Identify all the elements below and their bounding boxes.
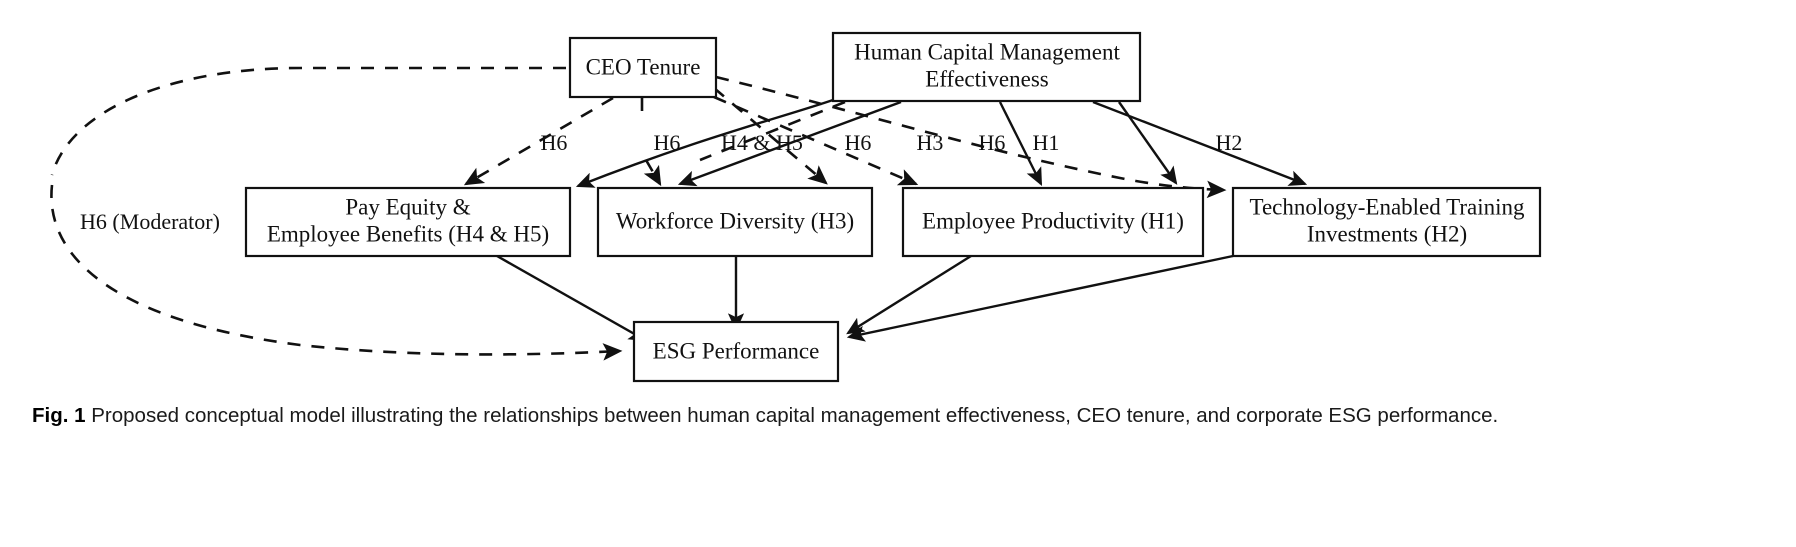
node-employee-productivity-box	[901, 186, 1205, 258]
edge-hcm-to-employee-productivity	[998, 101, 1043, 187]
edge-label-h2: H2	[1216, 130, 1243, 155]
edge-employee-productivity-to-esg	[846, 254, 972, 335]
edge-ceo-tenure-to-workforce-diversity	[713, 87, 828, 185]
edge-label-h1: H1	[1033, 130, 1060, 155]
node-pay-equity-box	[244, 186, 572, 258]
node-technology-training-label-line1: Technology-Enabled Training	[1250, 194, 1525, 219]
node-workforce-diversity-box	[596, 186, 874, 258]
node-esg-performance[interactable]: ESG Performance	[632, 320, 840, 383]
node-workforce-diversity[interactable]: Workforce Diversity (H3)	[596, 186, 874, 258]
node-technology-training-label-line2: Investments (H2)	[1307, 221, 1467, 246]
edge-moderator-arc-lower	[50, 184, 623, 361]
node-hcm-effectiveness-box	[831, 31, 1142, 103]
edge-ceo-tenure-to-technology-training	[715, 75, 1227, 199]
edge-label-h6-b: H6	[654, 130, 681, 155]
figure-caption-label: Fig. 1	[32, 404, 86, 427]
node-pay-equity-label-line1: Pay Equity &	[345, 194, 470, 219]
edge-ceo-tenure-to-pay-equity	[463, 96, 614, 186]
edge-hcm-to-technology-training	[1092, 100, 1308, 186]
edge-moderator-arc-upper	[50, 66, 566, 176]
node-pay-equity[interactable]: Pay Equity & Employee Benefits (H4 & H5)	[244, 186, 572, 258]
node-employee-productivity[interactable]: Employee Productivity (H1)	[901, 186, 1205, 258]
edge-label-h6-a: H6	[541, 130, 568, 155]
node-technology-training[interactable]: Technology-Enabled Training Investments …	[1231, 186, 1542, 258]
node-hcm-effectiveness-label-line2: Effectiveness	[925, 66, 1049, 91]
edge-ceo-tenure-to-employee-productivity	[713, 95, 919, 186]
conceptual-model-diagram: CEO Tenure Human Capital Management Effe…	[50, 31, 1542, 383]
node-ceo-tenure[interactable]: CEO Tenure	[568, 36, 718, 99]
edge-technology-training-to-esg	[846, 254, 1234, 342]
node-esg-performance-label: ESG Performance	[653, 338, 820, 363]
edge-label-h6-c: H6	[845, 130, 872, 155]
edge-hcm-dashed-to-pay-equity	[699, 100, 846, 162]
node-hcm-effectiveness[interactable]: Human Capital Management Effectiveness	[831, 31, 1142, 103]
edge-pay-equity-to-esg	[496, 254, 647, 342]
node-employee-productivity-label: Employee Productivity (H1)	[922, 208, 1184, 233]
figure-caption: Fig. 1 Proposed conceptual model illustr…	[32, 400, 1762, 431]
edge-label-moderator: H6 (Moderator)	[80, 209, 220, 234]
node-ceo-tenure-label: CEO Tenure	[586, 54, 701, 79]
node-ceo-tenure-box	[568, 36, 718, 99]
node-technology-training-box	[1231, 186, 1542, 258]
edge-label-h3: H3	[917, 130, 944, 155]
edge-ceo-tenure-to-pay-equity-vertical	[642, 98, 660, 184]
edge-hcm-to-employee-productivity-right	[1118, 101, 1178, 185]
edge-hcm-to-pay-equity	[575, 98, 834, 188]
node-pay-equity-label-line2: Employee Benefits (H4 & H5)	[267, 221, 549, 246]
node-esg-performance-box	[632, 320, 840, 383]
edge-label-h4-h5: H4 & H5	[721, 130, 803, 155]
edge-label-h6-d: H6	[979, 130, 1006, 155]
figure-caption-text: Proposed conceptual model illustrating t…	[91, 404, 1499, 427]
node-hcm-effectiveness-label-line1: Human Capital Management	[854, 39, 1120, 64]
node-workforce-diversity-label: Workforce Diversity (H3)	[616, 208, 854, 233]
